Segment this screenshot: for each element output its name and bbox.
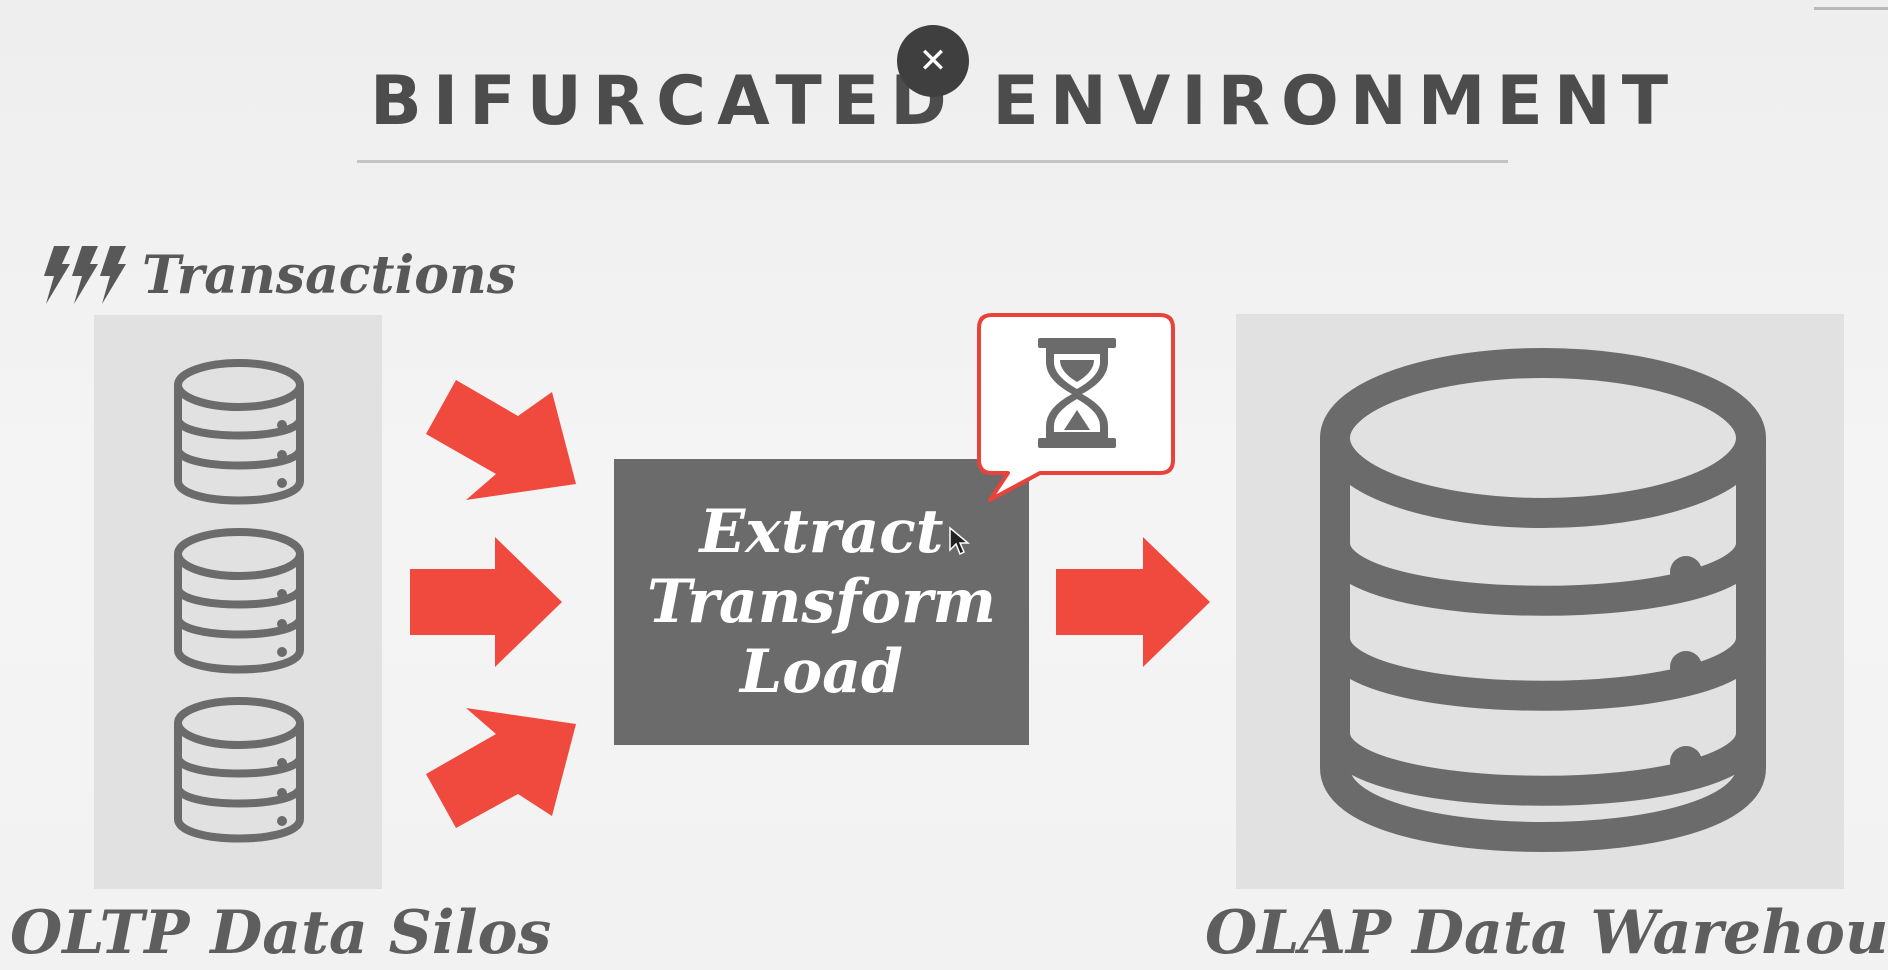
etl-load-label: Load [739, 637, 904, 707]
lightning-icons [40, 244, 134, 306]
etl-transform-label: Transform [646, 567, 997, 637]
top-right-divider [1814, 7, 1888, 10]
arrow-icon [426, 708, 576, 828]
title-underline [357, 160, 1508, 163]
oltp-label: OLTP Data Silos [10, 898, 552, 968]
mouse-cursor-icon [949, 526, 970, 556]
transactions-heading: Transactions [40, 240, 516, 310]
database-icon [174, 528, 304, 674]
hourglass-icon [1038, 338, 1116, 448]
database-icon [174, 697, 304, 843]
etl-extract-label: Extract [699, 497, 944, 567]
transactions-label: Transactions [142, 244, 516, 306]
database-icon [1320, 348, 1766, 852]
arrow-icon [410, 537, 562, 667]
hourglass-callout [977, 313, 1175, 502]
arrow-icon [1056, 537, 1210, 667]
database-icon [174, 359, 304, 505]
lightning-bolt-icon [44, 246, 126, 304]
slide-title: BIFURCATED ENVIRONMENT [370, 62, 1680, 141]
close-button[interactable]: ✕ [897, 25, 969, 97]
arrow-icon [426, 380, 576, 500]
etl-process-box: Extract Transform Load [614, 459, 1029, 745]
olap-label: OLAP Data Warehouse [1205, 898, 1888, 968]
